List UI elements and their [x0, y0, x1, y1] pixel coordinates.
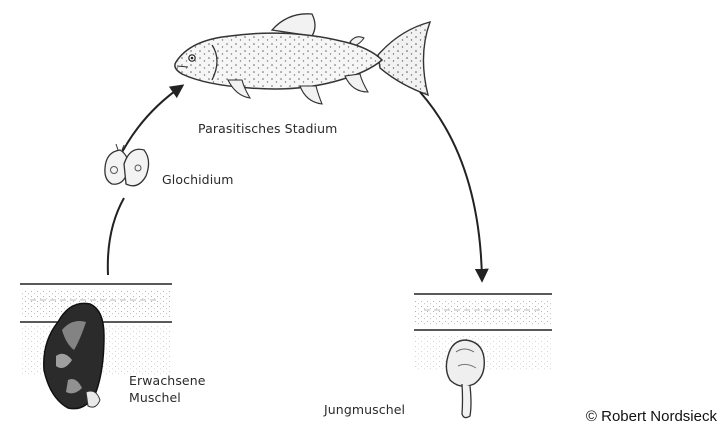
adult-mussel-icon: [44, 303, 104, 408]
label-adult-mussel: Erwachsene Muschel: [129, 372, 206, 406]
label-glochidium: Glochidium: [162, 171, 234, 188]
label-adult-mussel-line1: Erwachsene: [129, 372, 206, 389]
juvenile-mussel-icon: [446, 340, 484, 418]
label-adult-mussel-line2: Muschel: [129, 389, 206, 406]
arrow-fish-to-juvenile: [420, 92, 482, 280]
label-parasitic-stage: Parasitisches Stadium: [198, 120, 337, 137]
copyright-notice: © Robert Nordsieck: [586, 408, 717, 425]
fish-icon: [175, 14, 430, 104]
arrow-adult-to-glochidium: [108, 198, 124, 275]
label-juvenile-mussel: Jungmuschel: [324, 401, 405, 418]
arrow-glochidium-to-fish: [118, 86, 182, 160]
glochidium-icon: [105, 144, 149, 186]
